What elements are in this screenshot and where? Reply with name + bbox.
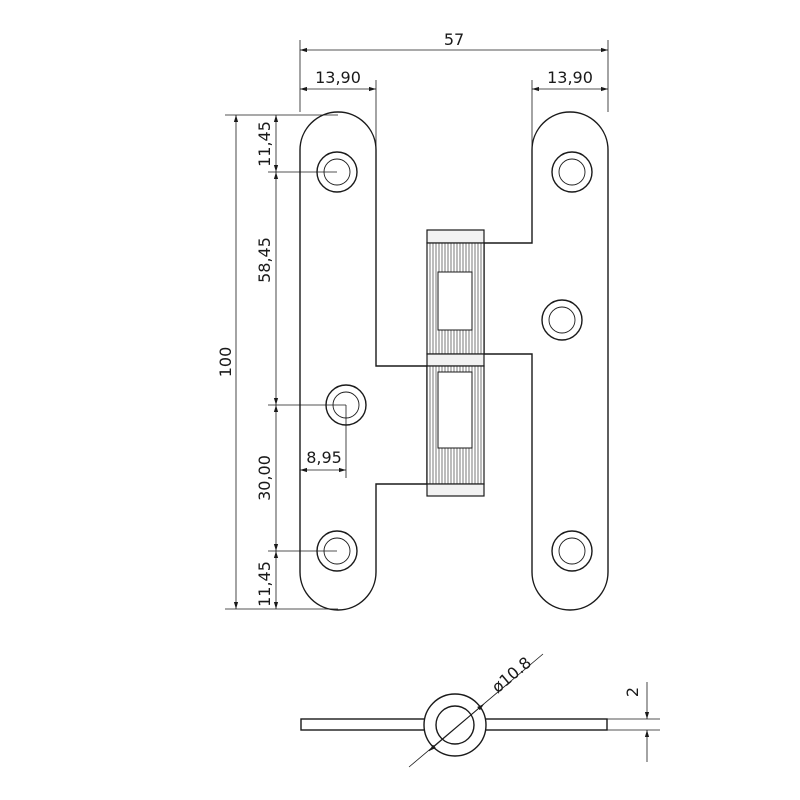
- dimension-left-leaf-width: 13,90: [300, 68, 377, 150]
- dim-thickness-label: 2: [623, 687, 642, 697]
- right-leaf: [483, 111, 609, 611]
- left-leaf: [299, 111, 428, 611]
- dimension-hole-chain: 11,45 58,45 30,00 11,45: [255, 115, 346, 609]
- dim-pin-diameter-label: ø10.8: [488, 653, 535, 697]
- hole-right-bottom: [551, 530, 593, 572]
- dimension-thickness: 2: [607, 682, 660, 762]
- dim-hole-spacing-lower-label: 30,00: [255, 455, 274, 501]
- hole-right-middle: [541, 299, 583, 341]
- dim-right-leaf-width-label: 13,90: [547, 68, 593, 87]
- dim-top-hole-offset-label: 11,45: [255, 121, 274, 167]
- dim-hole-horizontal-offset-label: 8,95: [306, 448, 342, 467]
- dimension-right-leaf-width: 13,90: [531, 68, 608, 150]
- hole-right-top: [551, 151, 593, 193]
- hinge-section-view: [300, 693, 608, 757]
- dimension-overall-height: 100: [216, 114, 338, 610]
- dim-bottom-hole-offset-label: 11,45: [255, 561, 274, 607]
- dimension-hole-horizontal-offset: 8,95: [300, 405, 347, 478]
- dim-overall-height-label: 100: [216, 347, 235, 378]
- dim-left-leaf-width-label: 13,90: [315, 68, 361, 87]
- dimension-overall-width: 57: [299, 30, 609, 112]
- hinge-knuckle: [426, 229, 485, 497]
- dim-hole-spacing-upper-label: 58,45: [255, 237, 274, 283]
- dim-overall-width-label: 57: [444, 30, 464, 49]
